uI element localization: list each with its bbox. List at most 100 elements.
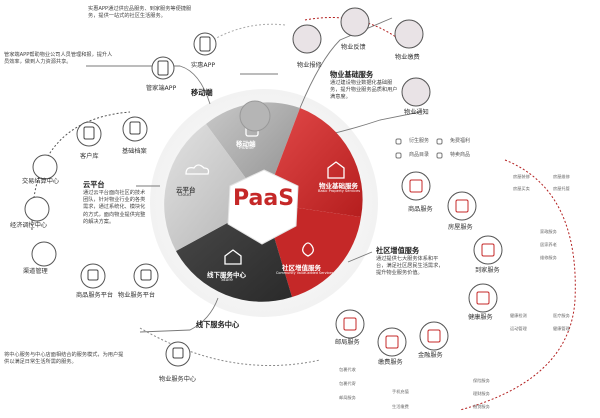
bulb-icon <box>385 335 399 349</box>
community-node-1-circle <box>447 191 477 221</box>
finance-icon <box>427 329 441 343</box>
property-desc: 通过建设物业数据化基础服务，提升物业服务品质和用户满意度。 <box>330 80 398 101</box>
shopping-bag-icon <box>409 179 423 193</box>
segment-cloud-en: Cloud <box>178 193 191 198</box>
property-node-3 <box>401 77 431 107</box>
community-top-1: 免费福利 <box>450 138 471 144</box>
community-node-5-circle <box>377 327 407 357</box>
door-icon <box>481 243 495 257</box>
segment-community-label: 社区增值服务 <box>282 264 321 272</box>
community-top-icon-1 <box>436 138 443 145</box>
property-item-2: 物业缴费 <box>395 54 420 61</box>
mobile-node <box>239 100 271 132</box>
aperture-wheel <box>164 102 363 302</box>
house-item-2: 房屋买卖 <box>513 186 530 191</box>
cloud-icon <box>185 164 210 175</box>
monitor-icon <box>87 269 99 281</box>
community-node-1: 房屋服务 <box>448 224 473 231</box>
app1-label: 实惠APP <box>191 62 216 69</box>
segment-store-label: 线下服务中心 <box>207 271 246 279</box>
health-item-0: 健康检测 <box>510 313 527 318</box>
cloud-node-0: 客户库 <box>80 153 99 160</box>
center-title: PaaS <box>233 186 295 211</box>
cloud-node-4-circle <box>31 241 57 267</box>
community-node-6: 邮局服务 <box>335 339 360 346</box>
connector-community <box>347 251 373 263</box>
node-circles <box>24 7 503 367</box>
phone-icon <box>199 36 211 52</box>
community-node-4: 金融服务 <box>418 352 443 359</box>
community-node-2-circle <box>473 235 503 265</box>
store-node: 物业服务中心 <box>159 376 197 383</box>
community-top-2: 商品目录 <box>409 152 430 158</box>
store-desc: 将中心服务与中心店面相结合的服务模式，为用户提供以满足日常生活所需的服务。 <box>4 352 124 366</box>
house-icon <box>327 161 345 179</box>
center-shape <box>227 169 299 245</box>
property-node-2 <box>394 19 424 49</box>
post-item-0: 包裹代收 <box>339 367 356 372</box>
arc-store <box>139 327 321 367</box>
property-item-0: 物业报修 <box>297 62 322 69</box>
segment-property-en: Basic Property Services <box>318 189 361 193</box>
property-node-1 <box>340 7 370 37</box>
finance-item-0: 保险服务 <box>473 378 490 383</box>
phone-icon <box>157 60 169 76</box>
segment-mobile-en: Mobile <box>239 146 254 151</box>
segment-cloud-label: 云平台 <box>176 186 196 194</box>
cloud-node-2-circle <box>32 154 58 180</box>
home-item-1: 居家养老 <box>540 242 557 247</box>
customer-icon <box>83 126 95 140</box>
segment-cloud <box>164 124 264 251</box>
community-node-3-circle <box>468 283 498 313</box>
finance-item-2: 借贷服务 <box>473 404 490 409</box>
house-icon <box>455 199 469 213</box>
home-item-0: 家政服务 <box>540 229 557 234</box>
segment-mobile <box>206 102 300 203</box>
house-item-0: 房屋装修 <box>513 174 530 179</box>
segment-mobile-label: 移动端 <box>236 140 256 148</box>
community-top-0: 衍生服务 <box>409 138 430 144</box>
health-icon <box>476 291 490 305</box>
community-node-3: 健康服务 <box>468 314 493 321</box>
community-node-0-circle <box>401 171 431 201</box>
community-node-0: 商品服务 <box>408 206 433 213</box>
property-item-1: 物业反馈 <box>341 44 366 51</box>
connector-mobile <box>86 65 211 105</box>
finance-item-1: 理财服务 <box>473 391 490 396</box>
connectors <box>86 17 421 333</box>
house-item-3: 房屋托管 <box>553 186 570 191</box>
community-top-icon-3 <box>436 152 443 159</box>
property-item-3: 物业通知 <box>404 109 429 116</box>
community-heading: 社区增值服务 <box>376 246 420 255</box>
mobile-heading: 移动端 <box>191 88 213 97</box>
community-top-icon-0 <box>395 138 402 145</box>
post-item-2: 邮局服务 <box>339 395 356 400</box>
community-top-icon-2 <box>395 152 402 159</box>
community-node-6-circle <box>335 309 365 339</box>
cloud-node-5-circle <box>80 263 106 289</box>
cloud-node-1-circle <box>122 116 148 142</box>
post-item-1: 包裹代寄 <box>339 381 356 386</box>
community-desc: 通过提供七大服务体系和平台，满足社区居民生活需求，提升物业服务价值。 <box>376 256 444 277</box>
mobile-desc-mgr: 管家端APP帮助物业公司人员管理和报，提升人员效率，做到人力资源共享。 <box>4 52 113 66</box>
cloud-node-5: 商品服务平台 <box>76 292 114 299</box>
community-node-5: 缴费服务 <box>378 359 403 366</box>
cloud-node-6-circle <box>133 263 159 289</box>
cloud-node-4: 渠道管理 <box>23 268 48 275</box>
building-icon <box>140 269 152 281</box>
health-item-1: 医疗服务 <box>553 313 570 318</box>
app1-node <box>193 32 217 56</box>
app2-label: 管家端APP <box>146 85 177 92</box>
store-node-circle <box>165 341 191 367</box>
home-item-2: 维修服务 <box>540 255 557 260</box>
segment-property-label: 物业基础服务 <box>319 182 358 190</box>
mailbox-icon <box>343 317 357 331</box>
segment-store-en: Store <box>221 278 233 283</box>
property-heading: 物业基础服务 <box>330 70 374 79</box>
cloud-node-1: 基础档案 <box>122 148 147 155</box>
cloud-node-3: 经济调控中心 <box>10 222 48 229</box>
store-heading: 线下服务中心 <box>196 320 240 329</box>
pay-item-0: 手机充值 <box>392 389 409 394</box>
cloud-heading: 云平台 <box>83 180 105 189</box>
